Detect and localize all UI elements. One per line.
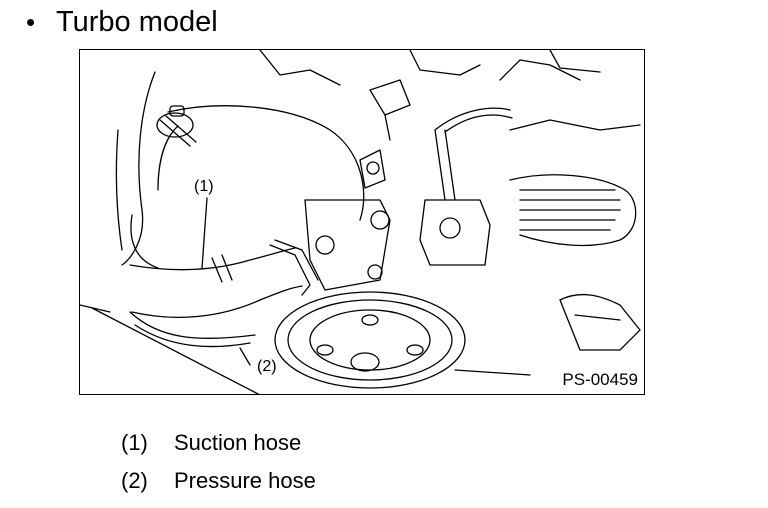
figure-id: PS-00459 (562, 370, 638, 389)
bullet: • (26, 7, 36, 37)
pressure-hose (129, 311, 256, 340)
alternator (509, 174, 637, 247)
legend-number: (1) (121, 430, 148, 455)
pulley-leader (454, 369, 531, 376)
lower-body-line (91, 307, 260, 394)
pump-bracket (304, 199, 391, 291)
legend: (1) Suction hose (2) Pressure hose (121, 424, 316, 500)
line-drawing (80, 50, 641, 394)
intake-duct (167, 105, 365, 221)
pulley (274, 291, 466, 389)
engine-illustration: (1) (2) PS-00459 (79, 49, 645, 395)
heading-text: Turbo model (56, 6, 218, 38)
legend-number: (2) (121, 468, 148, 493)
right-bracket (419, 199, 491, 266)
suction-hose (129, 247, 296, 271)
engine-outline (121, 71, 156, 266)
callout-1: (1) (194, 178, 214, 196)
callout-2-leader (239, 347, 251, 366)
legend-item: (2) Pressure hose (121, 462, 316, 500)
legend-label: Suction hose (174, 430, 302, 455)
callout-2: (2) (257, 358, 277, 376)
section-heading: • Turbo model (26, 4, 218, 40)
legend-item: (1) Suction hose (121, 424, 316, 462)
legend-label: Pressure hose (174, 468, 316, 493)
callout-1-leader (201, 197, 208, 269)
